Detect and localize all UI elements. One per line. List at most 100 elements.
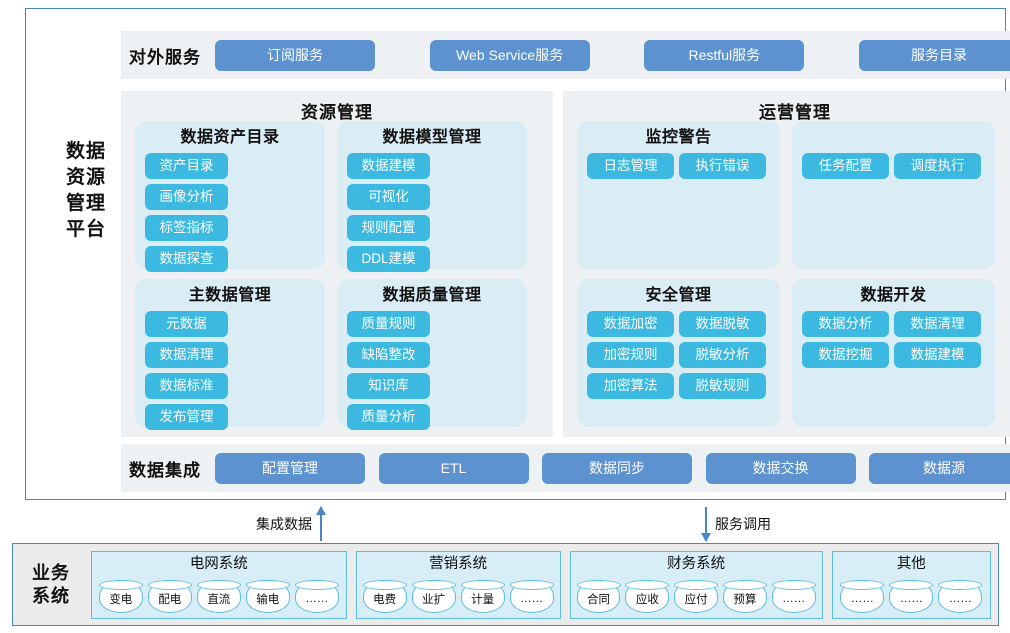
platform-side-label: 数据 资源 管理 平台: [51, 139, 121, 243]
group-body-operations: 监控警告 日志管理 执行错误 任务配置 调度执行 安全管理: [563, 121, 1010, 437]
business-db-list-marketing: 电费 业扩 计量 ……: [362, 576, 554, 618]
integration-button-data-source[interactable]: 数据源: [869, 452, 1010, 484]
module-title-data-quality-management: 数据质量管理: [382, 287, 482, 304]
chip-log-management[interactable]: 日志管理: [587, 153, 674, 179]
chip-masking-analysis[interactable]: 脱敏分析: [679, 342, 766, 368]
business-side-label-line-2: 系统: [32, 585, 70, 606]
module-data-model-management: 数据模型管理 数据建模 可视化 规则配置 DDL建模: [337, 121, 527, 272]
group-resource-management: 资源管理 数据资产目录 资产目录 画像分析 标签指标 数据探查 智能洞察 数据模…: [121, 91, 553, 437]
external-service-button-catalog[interactable]: 服务目录: [858, 39, 1010, 71]
business-group-other: 其他 …… …… ……: [831, 550, 991, 619]
chip-asset-catalog[interactable]: 资产目录: [145, 153, 228, 179]
chip-data-encryption[interactable]: 数据加密: [587, 311, 674, 337]
chip-masking-rule[interactable]: 脱敏规则: [679, 373, 766, 399]
chip-rule-config[interactable]: 规则配置: [347, 215, 430, 241]
external-service-button-webservice[interactable]: Web Service服务: [429, 39, 590, 71]
data-integration-band: 数据集成 配置管理 ETL 数据同步 数据交换 数据源: [121, 444, 1010, 492]
external-services-buttons: 订阅服务 Web Service服务 Restful服务 服务目录: [215, 39, 1010, 71]
data-integration-title: 数据集成: [129, 460, 201, 480]
chip-task-config[interactable]: 任务配置: [802, 153, 889, 179]
arrow-service-call: 服务调用: [697, 503, 771, 545]
external-service-button-restful[interactable]: Restful服务: [644, 39, 805, 71]
integration-button-etl[interactable]: ETL: [378, 452, 529, 484]
business-db-list-power-grid: 变电 配电 直流 输电 ……: [98, 576, 340, 618]
database-icon-budget[interactable]: 预算: [723, 580, 767, 613]
database-icon-transmission[interactable]: 输电: [245, 580, 290, 613]
chip-ddl-modeling[interactable]: DDL建模: [347, 246, 430, 272]
chip-grid-monitoring-alert: 日志管理 执行错误: [587, 153, 770, 179]
chip-data-modeling[interactable]: 数据建模: [347, 153, 430, 179]
database-icon-receivable[interactable]: 应收: [625, 580, 670, 613]
integration-button-data-sync[interactable]: 数据同步: [542, 452, 692, 484]
database-icon-contract[interactable]: 合同: [576, 580, 621, 613]
module-title-data-development: 数据开发: [860, 287, 927, 304]
module-master-data-management: 主数据管理 元数据 数据清理 数据标准 发布管理: [135, 279, 325, 430]
database-icon-electricity-fee[interactable]: 电费: [362, 580, 407, 613]
external-service-button-subscription[interactable]: 订阅服务: [215, 39, 375, 71]
business-db-list-finance: 合同 应收 应付 预算 ……: [576, 576, 816, 618]
chip-data-mining[interactable]: 数据挖掘: [802, 342, 889, 368]
business-group-power-grid: 电网系统 变电 配电 直流 输电 ……: [91, 550, 347, 619]
chip-grid-data-development: 数据分析 数据清理 数据挖掘 数据建模: [802, 311, 985, 368]
module-data-development: 数据开发 数据分析 数据清理 数据挖掘 数据建模: [792, 279, 995, 427]
module-data-asset-catalog: 数据资产目录 资产目录 画像分析 标签指标 数据探查 智能洞察: [135, 121, 325, 334]
platform-side-label-line-1: 数据: [65, 141, 106, 162]
database-icon-other-3[interactable]: ……: [938, 580, 983, 613]
business-group-marketing: 营销系统 电费 业扩 计量 ……: [355, 550, 561, 619]
chip-defect-rectification[interactable]: 缺陷整改: [347, 342, 430, 368]
chip-publish-management[interactable]: 发布管理: [145, 404, 228, 430]
chip-label-indicator[interactable]: 标签指标: [145, 215, 228, 241]
arrow-integrate-data: 集成数据: [256, 503, 330, 545]
chip-schedule-execution[interactable]: 调度执行: [894, 153, 981, 179]
chip-grid-task-scheduling: 任务配置 调度执行: [802, 153, 985, 179]
database-icon-metering[interactable]: 计量: [460, 580, 505, 613]
arrow-up-icon: [316, 506, 326, 541]
database-icon-substation[interactable]: 变电: [98, 580, 143, 613]
business-group-title-power-grid: 电网系统: [189, 555, 248, 572]
chip-quality-analysis[interactable]: 质量分析: [347, 404, 430, 430]
arrow-down-icon: [701, 507, 711, 542]
chip-data-masking[interactable]: 数据脱敏: [679, 311, 766, 337]
chip-data-cleaning[interactable]: 数据清理: [145, 342, 228, 368]
database-icon-dc[interactable]: 直流: [196, 580, 241, 613]
group-body-resource: 数据资产目录 资产目录 画像分析 标签指标 数据探查 智能洞察 数据模型管理 数…: [121, 121, 553, 437]
chip-data-analysis[interactable]: 数据分析: [802, 311, 889, 337]
external-services-title: 对外服务: [129, 47, 201, 67]
chip-quality-rule[interactable]: 质量规则: [347, 311, 430, 337]
chip-data-standard[interactable]: 数据标准: [145, 373, 228, 399]
module-title-data-model-management: 数据模型管理: [382, 129, 482, 146]
database-icon-other-2[interactable]: ……: [889, 580, 934, 613]
module-task-scheduling: 任务配置 调度执行: [792, 121, 995, 269]
chip-visualization[interactable]: 可视化: [347, 184, 430, 210]
database-icon-business-expansion[interactable]: 业扩: [411, 580, 456, 613]
business-group-title-marketing: 营销系统: [429, 555, 488, 572]
chip-knowledge-base[interactable]: 知识库: [347, 373, 430, 399]
business-side-label-line-1: 业务: [32, 562, 70, 583]
chip-encryption-algorithm[interactable]: 加密算法: [587, 373, 674, 399]
chip-grid-master-data-management: 元数据 数据清理 数据标准 发布管理: [145, 311, 315, 430]
chip-portrait-analysis[interactable]: 画像分析: [145, 184, 228, 210]
chip-execution-error[interactable]: 执行错误: [679, 153, 766, 179]
database-icon-more-marketing[interactable]: ……: [509, 580, 554, 613]
arrow-label-integrate-data: 集成数据: [256, 516, 312, 532]
business-group-title-finance: 财务系统: [667, 555, 726, 572]
database-icon-other-1[interactable]: ……: [840, 580, 885, 613]
database-icon-more-finance[interactable]: ……: [771, 580, 816, 613]
chip-data-cleaning-dev[interactable]: 数据清理: [894, 311, 981, 337]
group-operations-management: 运营管理 监控警告 日志管理 执行错误 任务配置 调度执行: [563, 91, 1010, 437]
chip-metadata[interactable]: 元数据: [145, 311, 228, 337]
chip-encryption-rule[interactable]: 加密规则: [587, 342, 674, 368]
database-icon-distribution[interactable]: 配电: [147, 580, 192, 613]
chip-grid-data-model-management: 数据建模 可视化 规则配置 DDL建模: [347, 153, 517, 272]
module-title-monitoring-alert: 监控警告: [645, 129, 712, 146]
database-icon-more-grid[interactable]: ……: [294, 580, 339, 613]
business-systems-frame: 业务 系统 电网系统 变电 配电 直流 输电 …… 营销系统 电费 业扩 计量 …: [12, 543, 999, 626]
integration-button-data-exchange[interactable]: 数据交换: [705, 452, 856, 484]
module-security-management: 安全管理 数据加密 数据脱敏 加密规则 脱敏分析 加密算法 脱敏规则: [577, 279, 780, 427]
module-title-task-scheduling: [802, 127, 985, 153]
chip-data-exploration[interactable]: 数据探查: [145, 246, 228, 272]
chip-data-modeling-dev[interactable]: 数据建模: [894, 342, 981, 368]
database-icon-payable[interactable]: 应付: [674, 580, 719, 613]
integration-button-config-management[interactable]: 配置管理: [215, 452, 365, 484]
